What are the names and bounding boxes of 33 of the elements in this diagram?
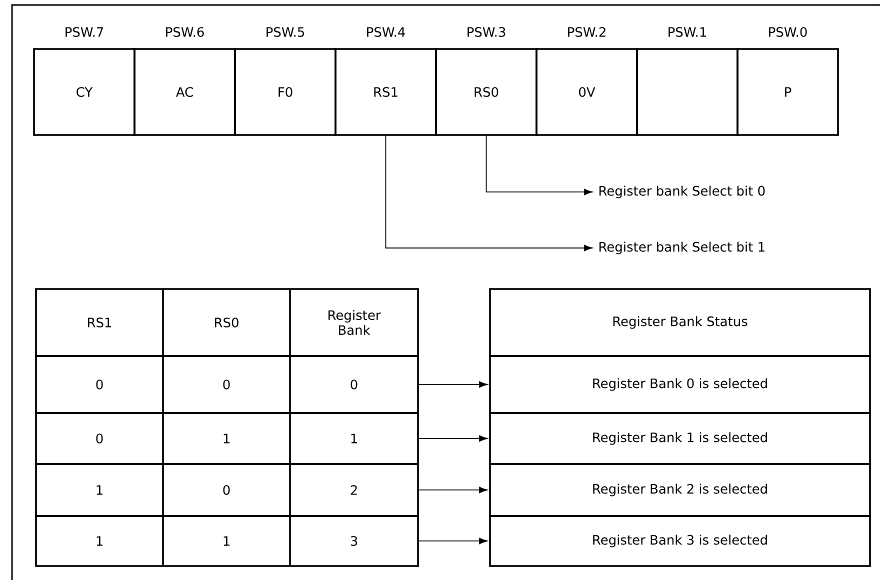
note-text: Register bank Select bit 0: [599, 186, 765, 198]
arrow: [418, 538, 488, 544]
bit-label: PSW.0: [769, 27, 807, 37]
note-text: Register bank Select bit 1: [599, 242, 764, 254]
table-row: 0 1 1: [35, 412, 419, 465]
table-row: 1 0 2: [35, 463, 419, 517]
register-cell: CY: [33, 48, 136, 136]
arrow: [418, 381, 488, 388]
status-cell: Register Bank Status: [489, 288, 871, 357]
register-cell: 0V: [536, 48, 638, 136]
arrow: [418, 435, 488, 442]
arrow: [486, 135, 592, 196]
bit-label: PSW.1: [668, 27, 706, 37]
status-cell: Register Bank 1 is selected: [489, 412, 871, 465]
arrow: [418, 486, 488, 494]
bit-label: PSW.5: [266, 27, 304, 37]
bit-label: PSW.4: [367, 27, 405, 37]
bit-label: PSW.6: [166, 27, 204, 37]
bit-label: PSW.3: [468, 27, 506, 37]
register-cell: AC: [134, 48, 236, 136]
table-row: 0 0 0: [35, 355, 419, 414]
register-cell: P: [736, 48, 839, 136]
register-cell: RS0: [435, 48, 538, 136]
register-cell: RS1: [334, 48, 437, 136]
table-row: 1 1 3: [35, 515, 419, 567]
register-cell: F0: [234, 48, 336, 136]
table-row: RS1 RS0 Register Bank: [35, 288, 419, 357]
status-cell: Register Bank 0 is selected: [489, 355, 871, 414]
status-cell: Register Bank 2 is selected: [489, 463, 871, 517]
status-cell: Register Bank 3 is selected: [489, 515, 871, 567]
bit-label: PSW.7: [66, 27, 104, 37]
bit-label: PSW.2: [568, 27, 606, 37]
arrow: [385, 135, 592, 252]
